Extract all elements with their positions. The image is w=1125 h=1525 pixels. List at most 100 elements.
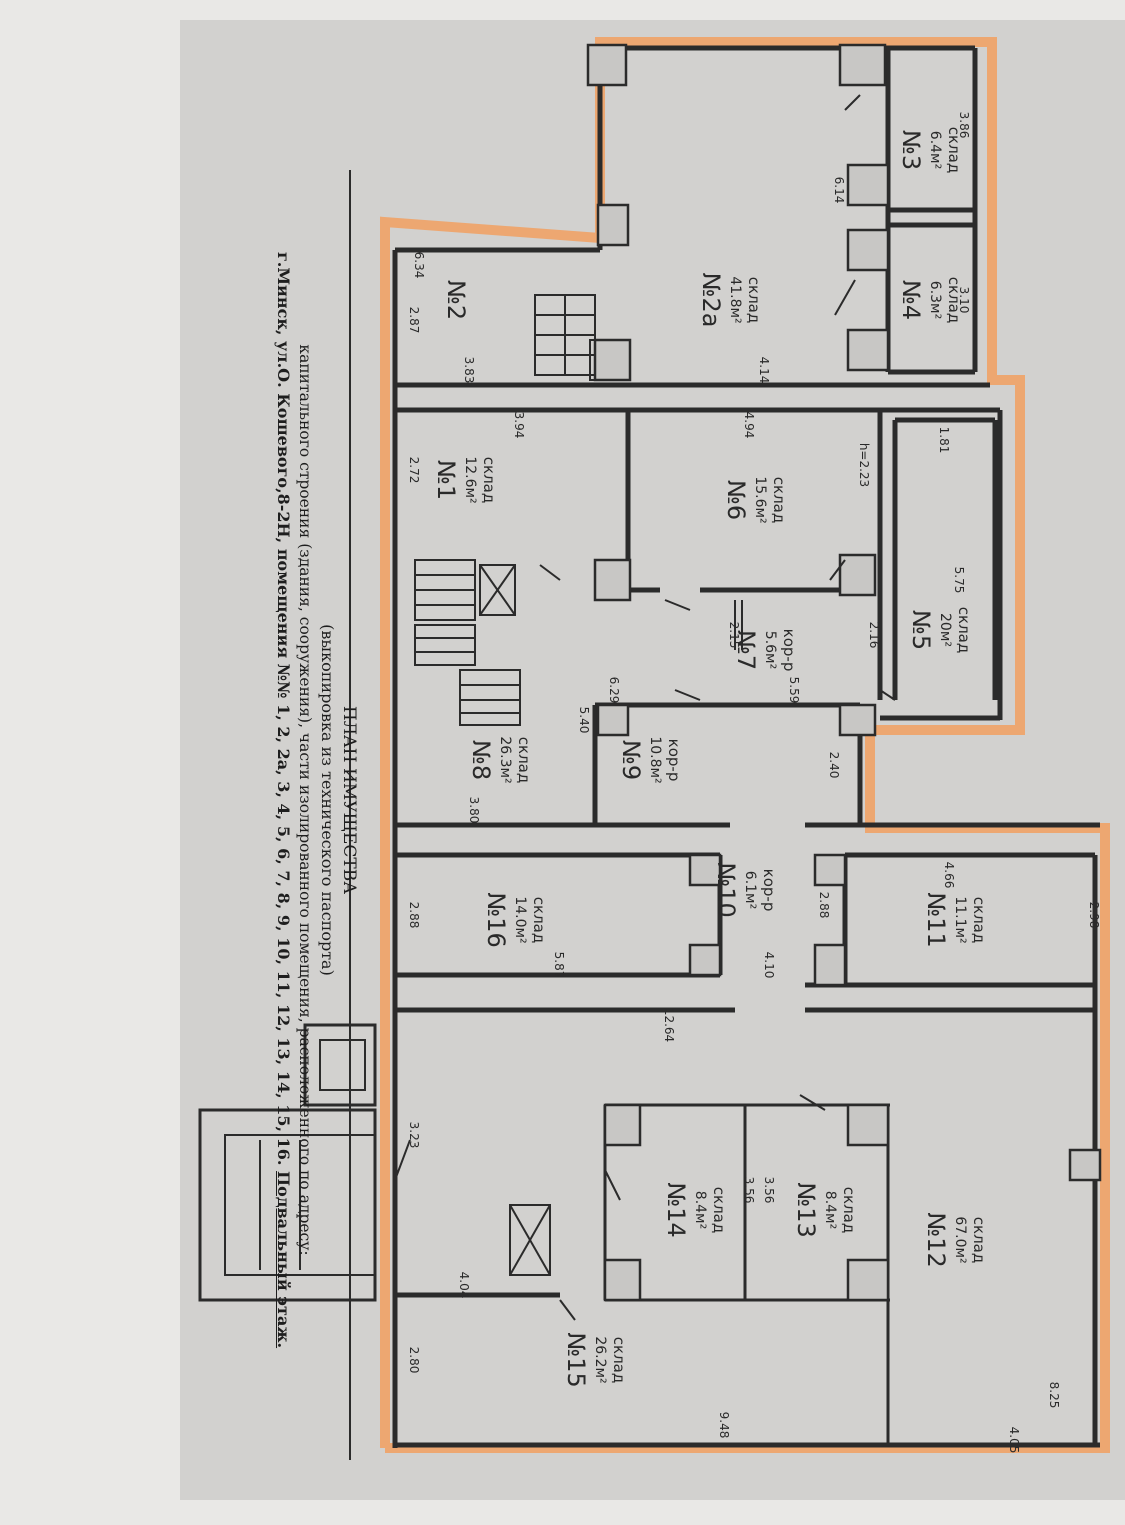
room-number: №5 — [907, 610, 935, 650]
dimension-label: 5.59 — [787, 677, 801, 704]
dimension-label: 5.40 — [577, 707, 591, 734]
room-type: склад — [770, 477, 788, 523]
dimension-label: 4.14 — [757, 357, 771, 384]
dimension-label: 2.88 — [817, 892, 831, 919]
room-number: №13 — [792, 1182, 820, 1238]
room-area: 8.4м² — [692, 1191, 708, 1229]
document-description: капитального строения (здания, сооружени… — [296, 344, 314, 1256]
dimension-label: 12.64 — [662, 1008, 676, 1042]
room-number: №12 — [922, 1212, 950, 1268]
room-number: №9 — [617, 740, 645, 780]
room-number: №2а — [697, 273, 725, 328]
room-area: 26.3м² — [497, 736, 513, 783]
room-area: 20м² — [937, 613, 953, 647]
dimension-label: 5.75 — [952, 567, 966, 594]
dimension-label: 3.56 — [742, 1177, 756, 1204]
document-header: ПЛАН ИМУЩЕСТВА (выкопировка из техническ… — [250, 75, 360, 1525]
dimension-label: 9.48 — [717, 1412, 731, 1439]
room-type: кор-р — [780, 629, 798, 672]
document-subtitle: (выкопировка из технического паспорта) — [318, 624, 337, 976]
room-type: склад — [745, 277, 763, 323]
room-area: 10.8м² — [647, 736, 663, 783]
room-area: 11.1м² — [952, 896, 968, 943]
dimension-label: 2.72 — [407, 457, 421, 484]
room-number: №11 — [922, 892, 950, 948]
room-type: склад — [945, 277, 963, 323]
room-area: 8.4м² — [822, 1191, 838, 1229]
dimension-label: 8.25 — [1047, 1382, 1061, 1409]
dimension-label: 4.05 — [1007, 1427, 1021, 1454]
stairs — [198, 294, 631, 1302]
door-marks — [394, 94, 896, 1321]
room-number: №8 — [467, 740, 495, 780]
document-title: ПЛАН ИМУЩЕСТВА — [339, 705, 359, 895]
room-type: склад — [710, 1187, 728, 1233]
room-type: склад — [840, 1187, 858, 1233]
dimension-label: h=2.23 — [857, 443, 871, 487]
room-number: №2 — [442, 280, 470, 320]
room-number: №16 — [482, 892, 510, 948]
room-number: №1 — [432, 460, 460, 500]
pillars — [586, 43, 1102, 1302]
room-area: 41.8м² — [727, 276, 743, 323]
dimension-label: 2.80 — [407, 1347, 421, 1374]
dimension-label: 4.10 — [762, 952, 776, 979]
room-type: склад — [530, 897, 548, 943]
room-area: 6.3м² — [927, 281, 943, 319]
dimension-label: 3.83 — [462, 357, 476, 384]
dimension-label: 6.34 — [412, 252, 426, 279]
dimension-label: 4.94 — [742, 412, 756, 439]
room-area: 6.1м² — [742, 871, 758, 909]
dimension-label: 3.86 — [957, 112, 971, 139]
room-number: №15 — [562, 1332, 590, 1388]
room-type: склад — [970, 897, 988, 943]
room-label: №2 — [442, 280, 470, 320]
dimension-label: 2.16 — [867, 622, 881, 649]
dimension-label: 1.81 — [937, 427, 951, 454]
dimension-label: 4.04 — [457, 1272, 471, 1299]
room-area: 26.2м² — [592, 1336, 608, 1383]
room-area: 67.0м² — [952, 1216, 968, 1263]
room-area: 15.6м² — [752, 476, 768, 523]
room-number: №14 — [662, 1182, 690, 1238]
room-area: 14.0м² — [512, 896, 528, 943]
dimension-label: 5.87 — [552, 952, 566, 979]
dimension-label: 4.66 — [942, 862, 956, 889]
room-type: склад — [480, 457, 498, 503]
room-number: №4 — [897, 280, 925, 320]
room-type: склад — [515, 737, 533, 783]
room-number: №6 — [722, 480, 750, 520]
room-type: склад — [945, 127, 963, 173]
dimension-label: 3.56 — [762, 1177, 776, 1204]
dimension-label: 2.40 — [827, 752, 841, 779]
room-type: склад — [970, 1217, 988, 1263]
plan-background — [180, 20, 1125, 1500]
room-type: склад — [955, 607, 973, 653]
dimension-label: 6.14 — [832, 177, 846, 204]
dimension-label: 3.23 — [407, 1122, 421, 1149]
dimension-label: 2.98 — [1087, 902, 1101, 929]
dimension-label: 2.88 — [407, 902, 421, 929]
floor-label: Подвальный этаж. — [274, 1171, 293, 1349]
address-text: г.Минск, ул.О. Кошевого,8-2Н, помещения … — [274, 251, 293, 1166]
room-area: 5.6м² — [762, 631, 778, 669]
